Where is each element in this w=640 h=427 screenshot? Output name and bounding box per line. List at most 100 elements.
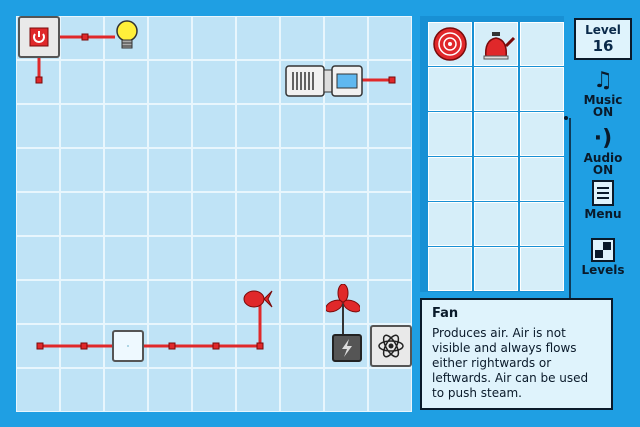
inventory-slot[interactable] (428, 202, 472, 246)
board-cell[interactable] (236, 16, 280, 60)
propeller[interactable] (242, 286, 276, 312)
board-cell[interactable] (192, 368, 236, 412)
board-cell[interactable] (60, 148, 104, 192)
board-cell[interactable] (236, 192, 280, 236)
board-cell[interactable] (104, 280, 148, 324)
board-cell[interactable] (60, 280, 104, 324)
board-cell[interactable] (368, 148, 412, 192)
board-cell[interactable] (104, 236, 148, 280)
inventory-slot[interactable] (428, 112, 472, 156)
board-cell[interactable] (148, 236, 192, 280)
board-cell[interactable] (324, 16, 368, 60)
board-cell[interactable] (324, 368, 368, 412)
atom-generator[interactable] (370, 325, 412, 367)
board-cell[interactable] (192, 60, 236, 104)
board-cell[interactable] (280, 324, 324, 368)
inventory-slot[interactable] (428, 247, 472, 291)
inventory-slot[interactable] (474, 202, 518, 246)
board-cell[interactable] (60, 16, 104, 60)
menu-button[interactable]: Menu (574, 180, 632, 220)
board-cell[interactable] (324, 192, 368, 236)
board-cell[interactable] (16, 236, 60, 280)
board-cell[interactable] (148, 280, 192, 324)
inventory-item-kettle[interactable] (476, 26, 516, 62)
music-toggle-button[interactable]: ♫ Music ON (574, 70, 632, 119)
board-cell[interactable] (368, 192, 412, 236)
board-cell[interactable] (368, 104, 412, 148)
board-cell[interactable] (324, 148, 368, 192)
levels-button[interactable]: Levels (574, 238, 632, 276)
board-cell[interactable] (60, 368, 104, 412)
board-cell[interactable] (192, 148, 236, 192)
board-cell[interactable] (280, 104, 324, 148)
board-cell[interactable] (236, 60, 280, 104)
fan[interactable] (325, 283, 361, 336)
steam-block[interactable] (112, 330, 144, 362)
board-cell[interactable] (236, 148, 280, 192)
board-cell[interactable] (368, 280, 412, 324)
inventory-slot[interactable] (428, 157, 472, 201)
board-cell[interactable] (16, 148, 60, 192)
board-cell[interactable] (368, 16, 412, 60)
inventory-slot[interactable] (474, 112, 518, 156)
board-cell[interactable] (324, 104, 368, 148)
inventory-slot[interactable] (520, 22, 564, 66)
board-cell[interactable] (192, 324, 236, 368)
inventory-slot[interactable] (520, 202, 564, 246)
board-cell[interactable] (148, 368, 192, 412)
board-cell[interactable] (16, 280, 60, 324)
board-cell[interactable] (60, 60, 104, 104)
board-cell[interactable] (192, 16, 236, 60)
board-cell[interactable] (368, 60, 412, 104)
board-cell[interactable] (60, 192, 104, 236)
battery[interactable] (332, 334, 362, 362)
board-cell[interactable] (148, 60, 192, 104)
board-cell[interactable] (104, 60, 148, 104)
inventory-slot[interactable] (520, 67, 564, 111)
board-cell[interactable] (104, 148, 148, 192)
inventory-slot[interactable] (520, 112, 564, 156)
board-cell[interactable] (16, 192, 60, 236)
board-cell[interactable] (16, 368, 60, 412)
board-cell[interactable] (60, 104, 104, 148)
power-switch[interactable] (18, 16, 60, 58)
board-cell[interactable] (104, 368, 148, 412)
board-cell[interactable] (236, 368, 280, 412)
board-cell[interactable] (280, 368, 324, 412)
board-cell[interactable] (148, 148, 192, 192)
board-cell[interactable] (280, 148, 324, 192)
board-cell[interactable] (148, 104, 192, 148)
light-bulb[interactable] (112, 18, 142, 54)
board-cell[interactable] (280, 236, 324, 280)
inventory-slot[interactable] (520, 247, 564, 291)
board-cell[interactable] (148, 324, 192, 368)
board-cell[interactable] (236, 324, 280, 368)
board-cell[interactable] (148, 16, 192, 60)
board-cell[interactable] (280, 192, 324, 236)
inventory-slot[interactable] (428, 67, 472, 111)
board-cell[interactable] (104, 104, 148, 148)
board-cell[interactable] (280, 280, 324, 324)
board-cell[interactable] (368, 368, 412, 412)
board-cell[interactable] (60, 236, 104, 280)
inventory-slot[interactable] (474, 157, 518, 201)
board-cell[interactable] (148, 192, 192, 236)
board-cell[interactable] (16, 104, 60, 148)
board-cell[interactable] (236, 236, 280, 280)
inventory-slot[interactable] (474, 67, 518, 111)
board-cell[interactable] (280, 16, 324, 60)
inventory-slot[interactable] (520, 157, 564, 201)
inventory-item-fire-wheel[interactable] (430, 24, 470, 64)
board-cell[interactable] (236, 104, 280, 148)
board-cell[interactable] (192, 280, 236, 324)
board-cell[interactable] (16, 60, 60, 104)
board-cell[interactable] (192, 104, 236, 148)
board-cell[interactable] (16, 324, 60, 368)
audio-toggle-button[interactable]: ·) Audio ON (574, 128, 632, 177)
board-cell[interactable] (60, 324, 104, 368)
steam-machine[interactable] (285, 64, 365, 98)
board-cell[interactable] (104, 192, 148, 236)
board-cell[interactable] (368, 236, 412, 280)
inventory-slot[interactable] (474, 247, 518, 291)
board-cell[interactable] (192, 192, 236, 236)
